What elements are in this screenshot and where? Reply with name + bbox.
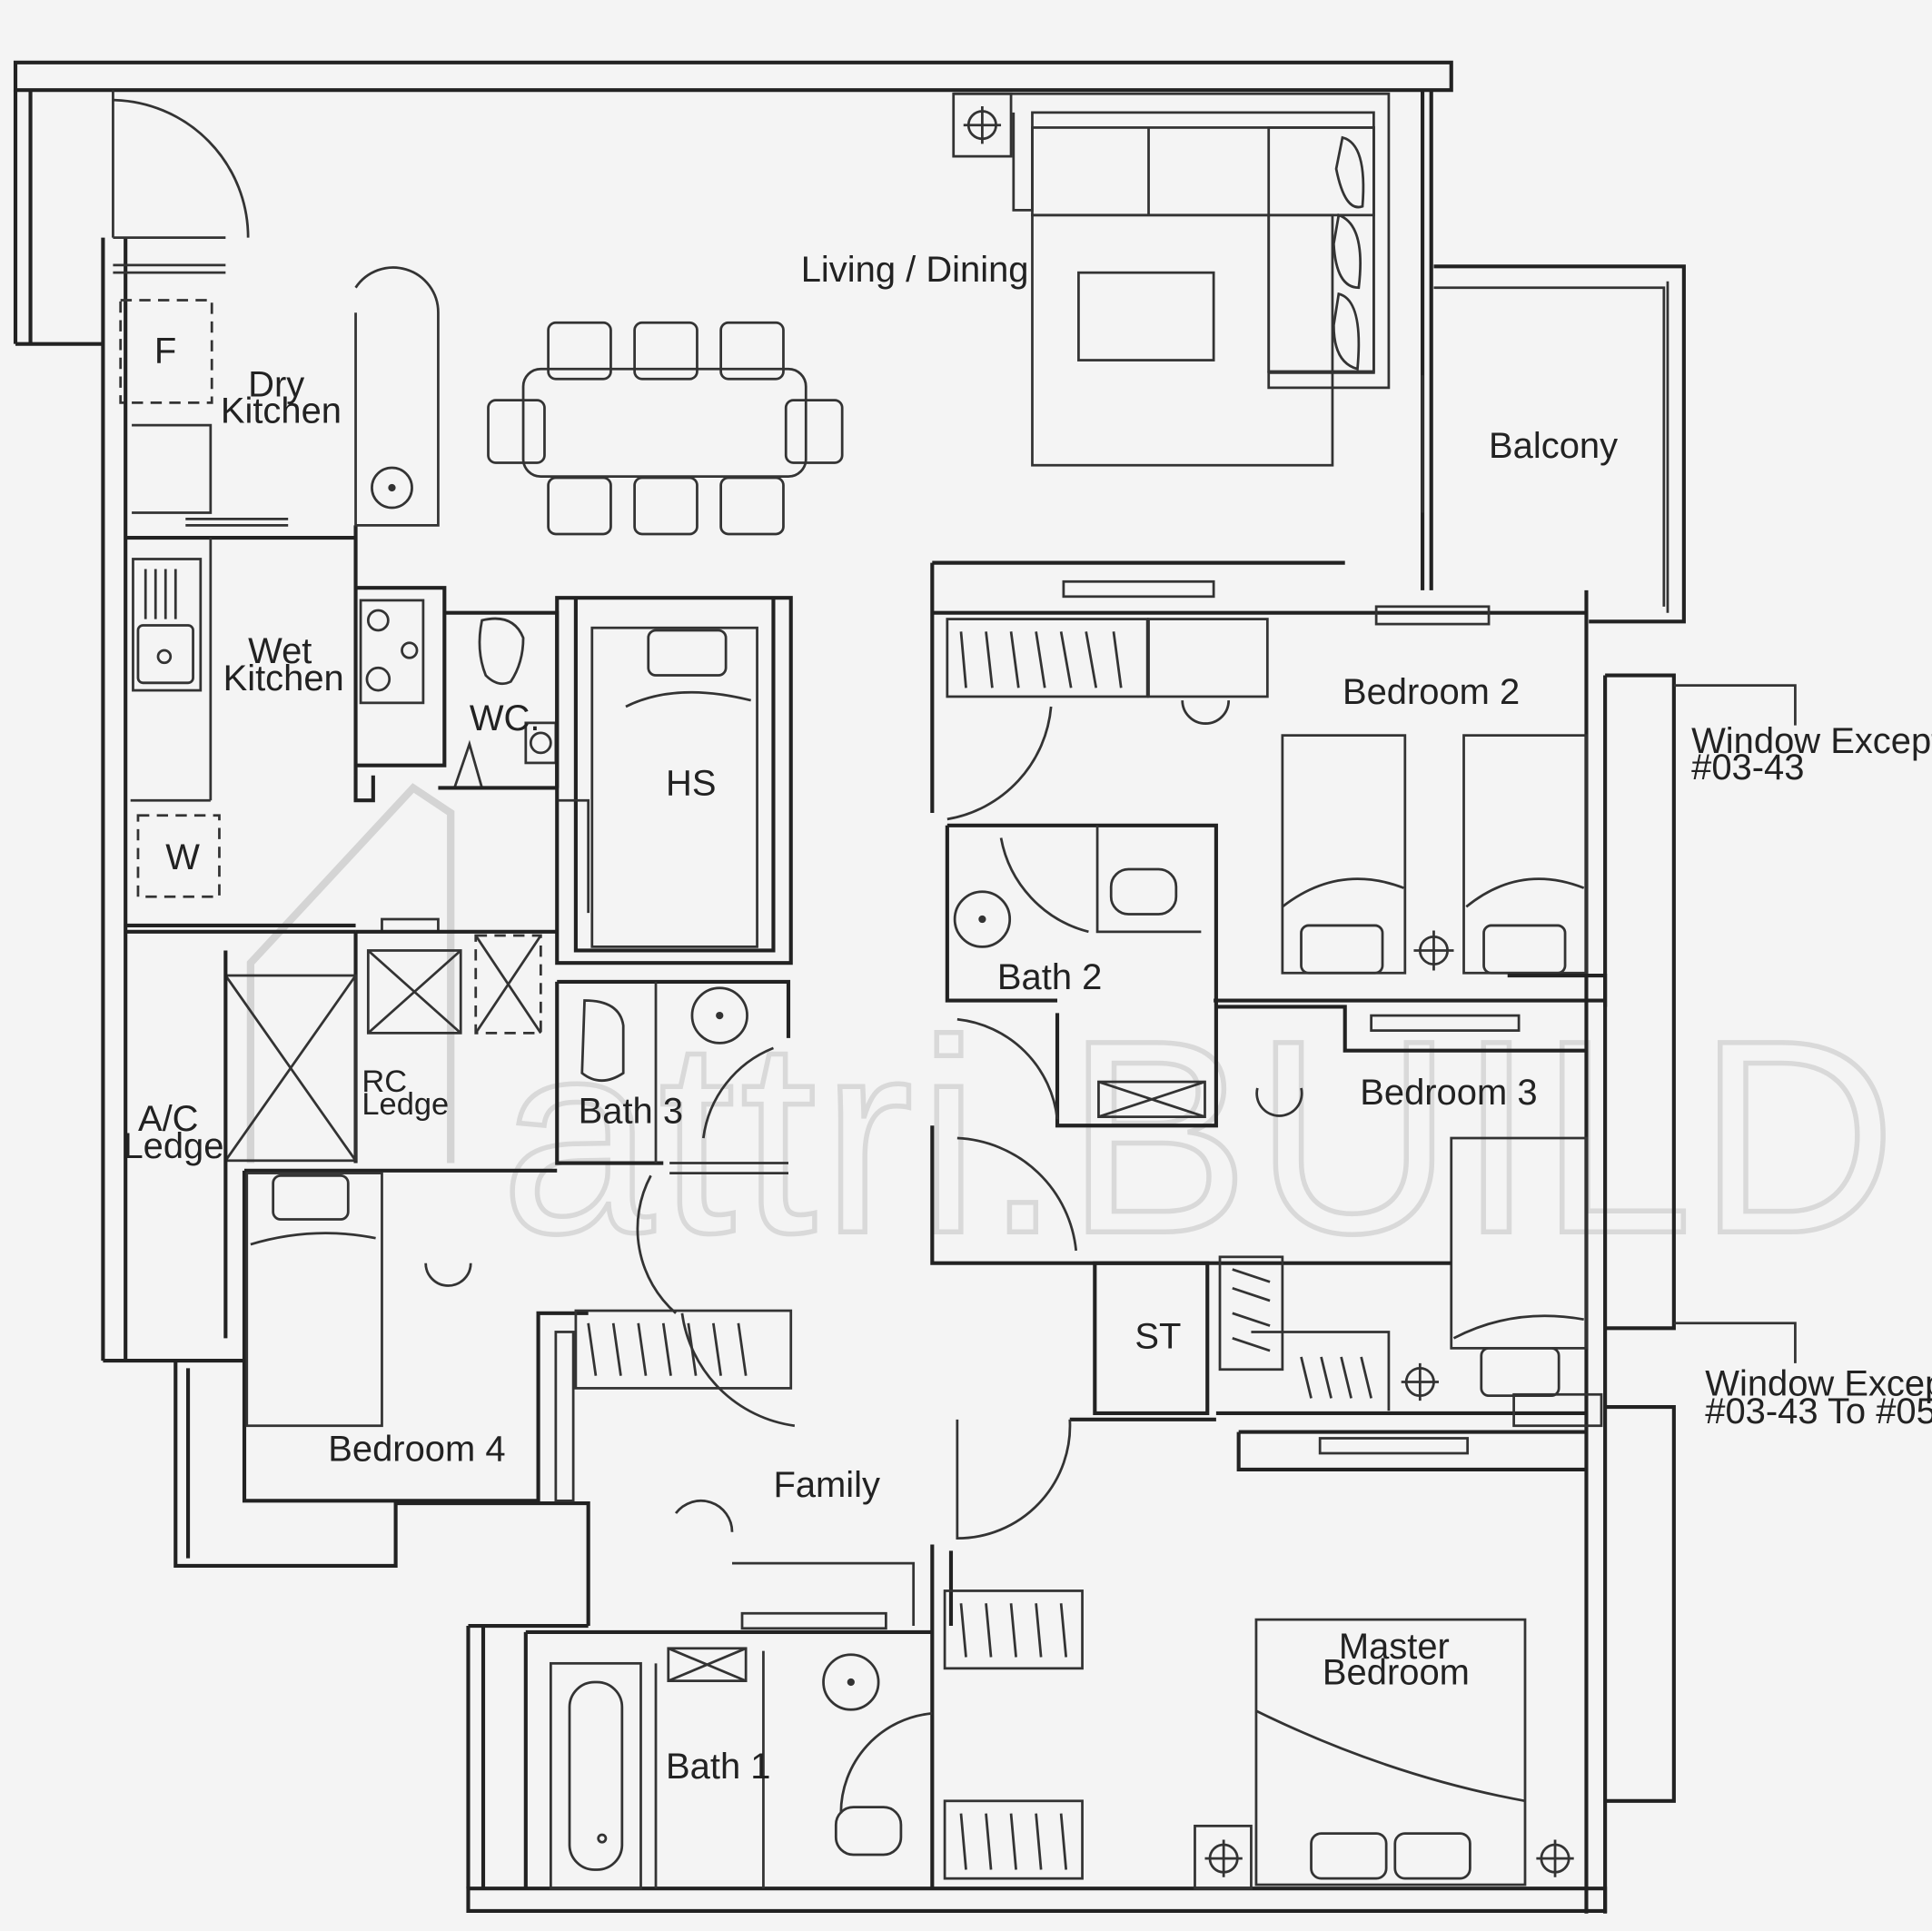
- window-note-2-line1: Window Except: [1705, 1364, 1932, 1404]
- store: [1093, 1261, 1210, 1416]
- label-balcony: Balcony: [1489, 426, 1618, 466]
- wardrobe-bedroom4: [554, 1309, 793, 1502]
- label-ac-ledge-1: A/C: [138, 1099, 199, 1139]
- walkin-wardrobe: [930, 1544, 1084, 1889]
- svg-text:F: F: [154, 331, 176, 371]
- window-note-1-line2: #03-43: [1691, 748, 1804, 787]
- watermark-text: attri.BUILD: [500, 984, 1901, 1291]
- ac-ledge-box: [223, 950, 357, 1339]
- entry-door[interactable]: [112, 90, 250, 274]
- label-dry-kitchen-1: Dry: [248, 364, 304, 404]
- window-note-2-line2: #03-43 To #05-43: [1705, 1391, 1932, 1431]
- label-bedroom4: Bedroom 4: [328, 1429, 505, 1469]
- label-living-dining: Living / Dining: [801, 250, 1029, 290]
- label-store: ST: [1134, 1316, 1181, 1356]
- label-bath3: Bath 3: [579, 1091, 683, 1131]
- label-bath2: Bath 2: [997, 957, 1102, 997]
- label-bath1: Bath 1: [666, 1747, 770, 1787]
- svg-text:W: W: [165, 837, 200, 877]
- label-family: Family: [773, 1465, 880, 1505]
- family: [674, 1312, 1072, 1627]
- bedroom4: [242, 1162, 788, 1503]
- label-wet-kitchen-1: Wet: [248, 631, 312, 671]
- hs-room: [555, 596, 793, 966]
- sofa-set: [952, 92, 1391, 467]
- counter: [130, 538, 213, 802]
- bedroom3-wardrobe: [1069, 1255, 1603, 1428]
- label-wc: WC.: [470, 698, 540, 738]
- bedroom2: [930, 560, 1608, 1032]
- washer: W: [136, 814, 221, 898]
- bath1: [523, 1611, 933, 1890]
- watermark: attri.BUILD: [246, 783, 1901, 1293]
- window-notes: Window Except #03-43 Window Except #03-4…: [1673, 684, 1932, 1431]
- bedroom3: [930, 1005, 1588, 1398]
- label-ac-ledge-2: Ledge: [123, 1126, 223, 1166]
- label-master-bedroom-2: Bedroom: [1323, 1653, 1470, 1693]
- master-bedroom: [1194, 1430, 1587, 1890]
- label-bedroom2: Bedroom 2: [1342, 672, 1520, 712]
- label-rc-ledge-2: Ledge: [362, 1087, 449, 1122]
- cooktop: [355, 586, 447, 767]
- room-labels: Living / Dining Dry Kitchen Wet Kitchen …: [123, 250, 1618, 1787]
- island-counter: [354, 266, 440, 527]
- bath2: [945, 823, 1218, 1128]
- bath3: [555, 979, 791, 1165]
- label-master-bedroom-1: Master: [1339, 1627, 1450, 1667]
- label-bedroom3: Bedroom 3: [1360, 1073, 1537, 1113]
- kitchen-sink: [132, 558, 203, 692]
- label-hs: HS: [666, 764, 716, 804]
- dining-table: [487, 321, 844, 536]
- window-note-1-line1: Window Except: [1691, 721, 1932, 761]
- fridge: F: [119, 299, 213, 404]
- kitchen-walls: [125, 423, 375, 934]
- balcony: [1421, 281, 1669, 613]
- label-wet-kitchen-2: Kitchen: [223, 659, 344, 698]
- label-rc-ledge-1: RC: [362, 1065, 407, 1099]
- label-dry-kitchen-2: Kitchen: [221, 391, 342, 431]
